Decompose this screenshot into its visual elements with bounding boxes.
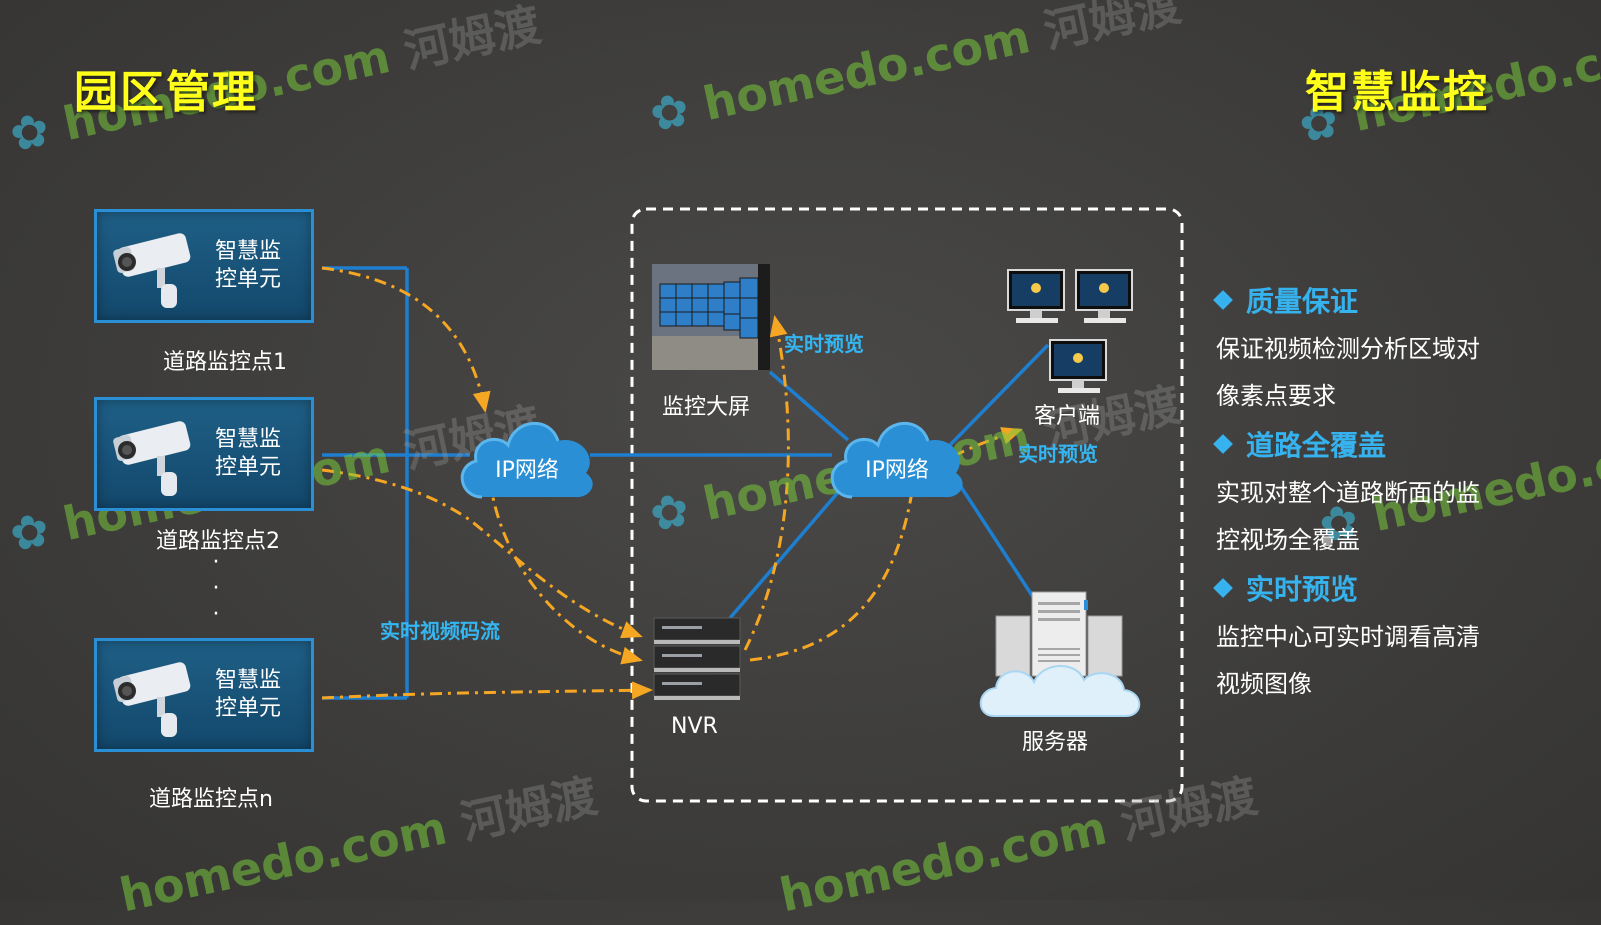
diamond-bullet-icon bbox=[1213, 290, 1233, 310]
unit-label: 智慧监 控单元 bbox=[215, 427, 282, 480]
feature-title: 实时预览 bbox=[1213, 568, 1556, 608]
cloud-icon-right bbox=[830, 422, 963, 499]
monitor-unit-1: 智慧监 控单元 bbox=[94, 209, 314, 323]
monitor-unit-n: 智慧监 控单元 bbox=[94, 638, 314, 752]
feature-list: 质量保证 保证视频检测分析区域对 像素点要求 道路全覆盖 实现对整个道路断面的监… bbox=[1213, 280, 1556, 708]
stream-label: 实时视频码流 bbox=[380, 619, 500, 643]
nvr-icon bbox=[653, 617, 741, 700]
feature-item-1: 质量保证 保证视频检测分析区域对 像素点要求 bbox=[1213, 280, 1556, 420]
client-computers-icon bbox=[1007, 269, 1133, 393]
nvr-label: NVR bbox=[671, 714, 718, 739]
cloud-icon-left bbox=[460, 422, 593, 499]
cloud-left-label: IP网络 bbox=[495, 458, 559, 483]
unit-label: 智慧监 控单元 bbox=[215, 239, 282, 292]
camera-icon bbox=[113, 662, 191, 737]
preview-label-right: 实时预览 bbox=[1018, 442, 1098, 466]
blue-links bbox=[322, 266, 1050, 700]
center-dashed-boundary bbox=[630, 207, 1184, 803]
diamond-bullet-icon bbox=[1213, 434, 1233, 454]
left-title: 园区管理 bbox=[74, 67, 258, 118]
preview-label-top: 实时预览 bbox=[784, 332, 864, 356]
monitor-point-1-label: 道路监控点1 bbox=[163, 350, 287, 375]
feature-text: 实现对整个道路断面的监 控视场全覆盖 bbox=[1216, 479, 1480, 554]
video-wall-label: 监控大屏 bbox=[662, 395, 751, 420]
feature-item-3: 实时预览 监控中心可实时调看高清 视频图像 bbox=[1213, 568, 1556, 708]
client-label: 客户端 bbox=[1034, 404, 1101, 429]
unit-label: 智慧监 控单元 bbox=[215, 668, 282, 721]
monitor-unit-2: 智慧监 控单元 bbox=[94, 397, 314, 511]
monitor-point-2-label: 道路监控点2 bbox=[156, 529, 280, 554]
camera-icon bbox=[113, 421, 191, 496]
feature-title: 质量保证 bbox=[1213, 280, 1556, 320]
feature-text: 监控中心可实时调看高清 视频图像 bbox=[1216, 623, 1480, 698]
feature-title: 道路全覆盖 bbox=[1213, 424, 1556, 464]
ellipsis-dots: · · · bbox=[212, 550, 220, 627]
server-icon bbox=[979, 591, 1141, 717]
cloud-right-label: IP网络 bbox=[865, 458, 929, 483]
server-label: 服务器 bbox=[1022, 730, 1089, 755]
camera-icon bbox=[113, 233, 191, 308]
monitor-point-n-label: 道路监控点n bbox=[149, 787, 273, 812]
right-title: 智慧监控 bbox=[1305, 67, 1489, 118]
feature-item-2: 道路全覆盖 实现对整个道路断面的监 控视场全覆盖 bbox=[1213, 424, 1556, 564]
diamond-bullet-icon bbox=[1213, 578, 1233, 598]
video-wall-icon bbox=[652, 264, 770, 370]
feature-text: 保证视频检测分析区域对 像素点要求 bbox=[1216, 335, 1480, 410]
